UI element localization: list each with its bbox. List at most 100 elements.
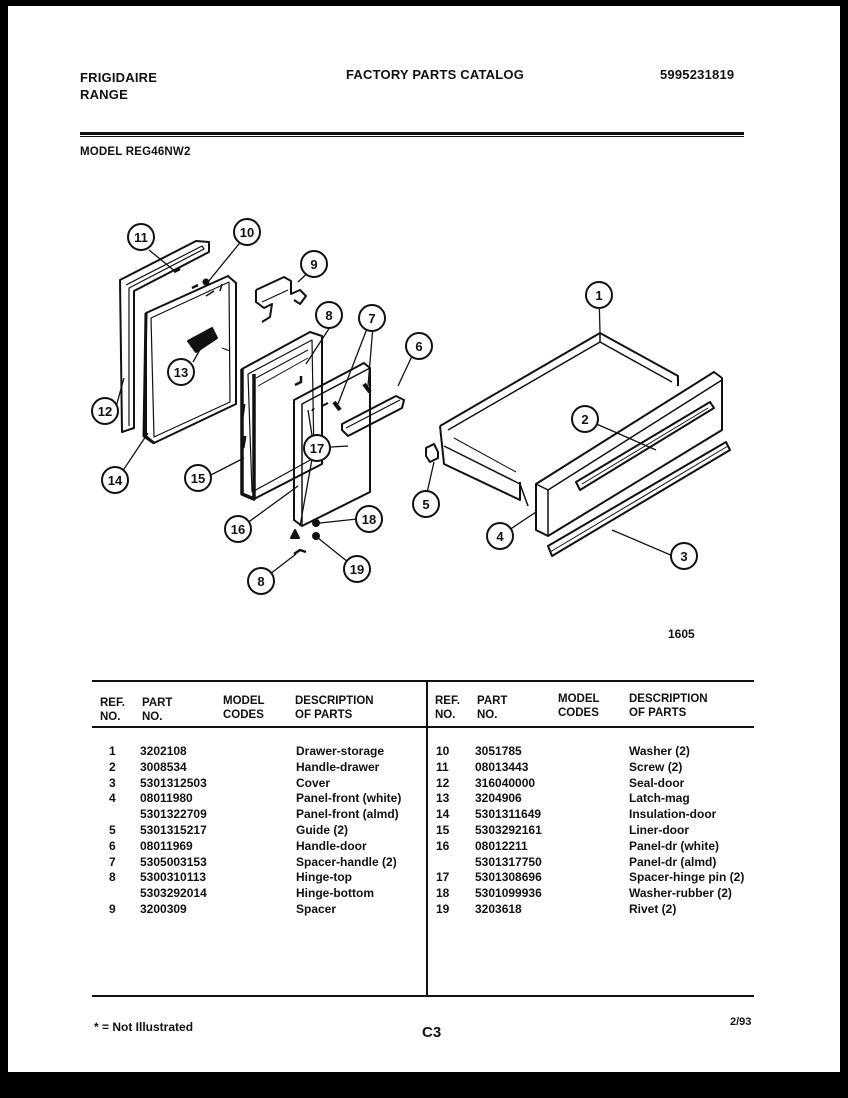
part-no-cell: 3008534 (140, 759, 187, 774)
ref-no-cell: 13 (436, 791, 450, 806)
part-no-cell: 3200309 (140, 902, 187, 916)
description-cell: Panel-dr (white) (629, 838, 720, 853)
not-illustrated-note: * = Not Illustrated (94, 1020, 194, 1034)
callout-5: 5 (412, 490, 440, 518)
model-number: MODEL REG46NW2 (80, 146, 191, 158)
revision-date: 2/93 (730, 1016, 752, 1028)
ref-no-cell: 2 (109, 759, 116, 774)
callout-8: 8 (247, 567, 275, 595)
header-rule-thin (80, 136, 744, 137)
description-cell: Handle-door (296, 838, 367, 853)
ref-no-cell: 4 (109, 791, 116, 806)
ref-no-cell: 16 (436, 838, 450, 853)
callout-18: 18 (355, 505, 383, 533)
callout-19: 19 (343, 555, 371, 583)
col-description-right: DESCRIPTION OF PARTS (629, 693, 708, 719)
catalog-page: FRIGIDAIRE RANGE FACTORY PARTS CATALOG 5… (8, 6, 840, 1072)
callout-13: 13 (167, 358, 195, 386)
hinge-bottom-part (293, 548, 307, 556)
callout-14: 14 (101, 466, 129, 494)
description-cell: Spacer (296, 902, 337, 916)
part-no-cell: 3204906 (475, 791, 522, 806)
part-no-cell: 08012211 (475, 838, 528, 853)
ref-no-cell: 17 (436, 870, 450, 885)
description-cell: Rivet (2) (629, 902, 677, 916)
callout-11: 11 (127, 223, 155, 251)
catalog-title: FACTORY PARTS CATALOG (346, 67, 525, 82)
hinge-part (294, 376, 303, 387)
description-cell: Insulation-door (629, 807, 717, 822)
ref-no-cell: 10 (436, 744, 450, 758)
col-ref-no-right: REF. NO. (435, 695, 460, 721)
header-underline-right (428, 726, 754, 728)
callout-6: 6 (405, 332, 433, 360)
ref-no-cell: 18 (436, 886, 450, 901)
description-cell: Seal-door (629, 775, 685, 790)
part-no-cell: 5303292014 (140, 886, 207, 901)
drawer-handle-part (575, 401, 715, 491)
part-no-cell: 3051785 (475, 744, 522, 758)
col-model-codes-right: MODEL CODES (558, 693, 600, 719)
description-cell: Hinge-bottom (296, 886, 374, 901)
callout-3: 3 (670, 542, 698, 570)
callout-15: 15 (184, 464, 212, 492)
callout-16: 16 (224, 515, 252, 543)
ref-no-cell: 7 (109, 854, 116, 869)
door-seal-part (119, 240, 210, 433)
part-no-cell: 08011980 (140, 791, 193, 806)
figure-number: 1605 (668, 627, 695, 641)
description-cell: Washer-rubber (2) (629, 886, 732, 901)
header-underline-left (92, 726, 426, 728)
callout-2: 2 (571, 405, 599, 433)
part-no-cell: 08011969 (140, 838, 193, 853)
ref-no-cell: 9 (109, 902, 116, 916)
drawer-front-panel-part (535, 371, 723, 537)
ref-no-cell: 14 (436, 807, 450, 822)
description-cell: Panel-front (almd) (296, 807, 399, 822)
ref-no-cell: 15 (436, 823, 450, 837)
description-cell: Screw (2) (629, 759, 683, 774)
table-top-rule (92, 680, 754, 682)
rubber-washer-part (312, 519, 320, 527)
part-no-cell: 3202108 (140, 744, 187, 758)
description-cell: Cover (296, 775, 331, 790)
part-no-cell: 5301315217 (140, 823, 207, 837)
washer-part (202, 278, 210, 286)
part-no-cell: 5301322709 (140, 807, 207, 822)
ref-no-cell: 5 (109, 823, 116, 837)
door-handle-part (341, 395, 405, 437)
spacer-bracket-part (255, 276, 307, 323)
description-cell: Handle-drawer (296, 759, 380, 774)
door-liner-part (142, 275, 237, 445)
description-cell: Guide (2) (296, 823, 349, 837)
ref-no-cell: 6 (109, 838, 116, 853)
description-cell: Panel-front (white) (296, 791, 402, 806)
callout-7: 7 (358, 304, 386, 332)
part-no-cell: 5301311649 (475, 807, 542, 822)
door-panel-part (293, 362, 371, 527)
table-divider (426, 680, 428, 995)
drawer-guide-part (425, 443, 439, 463)
description-cell: Washer (2) (629, 744, 690, 758)
col-ref-no: REF. NO. (100, 697, 125, 723)
storage-drawer-part (439, 332, 679, 507)
rivet-part (312, 532, 320, 540)
part-no-cell: 5301308696 (475, 870, 542, 885)
callout-12: 12 (91, 397, 119, 425)
screw-part (173, 267, 199, 290)
callout-8: 8 (315, 301, 343, 329)
description-cell: Spacer-hinge pin (2) (629, 870, 745, 885)
description-cell: Spacer-handle (2) (296, 854, 397, 869)
description-cell: Latch-mag (629, 791, 690, 806)
ref-no-cell: 19 (436, 902, 450, 916)
part-no-cell: 08013443 (475, 759, 529, 774)
part-no-cell: 316040000 (475, 775, 536, 790)
callout-9: 9 (300, 250, 328, 278)
part-no-cell: 5305003153 (140, 854, 207, 869)
col-description: DESCRIPTION OF PARTS (295, 695, 374, 721)
page-number: C3 (422, 1024, 442, 1041)
handle-spacer-part (332, 382, 372, 412)
part-no-cell: 3203618 (475, 902, 522, 916)
hinge-pin-spacer-part (290, 529, 300, 539)
description-cell: Drawer-storage (296, 744, 385, 758)
